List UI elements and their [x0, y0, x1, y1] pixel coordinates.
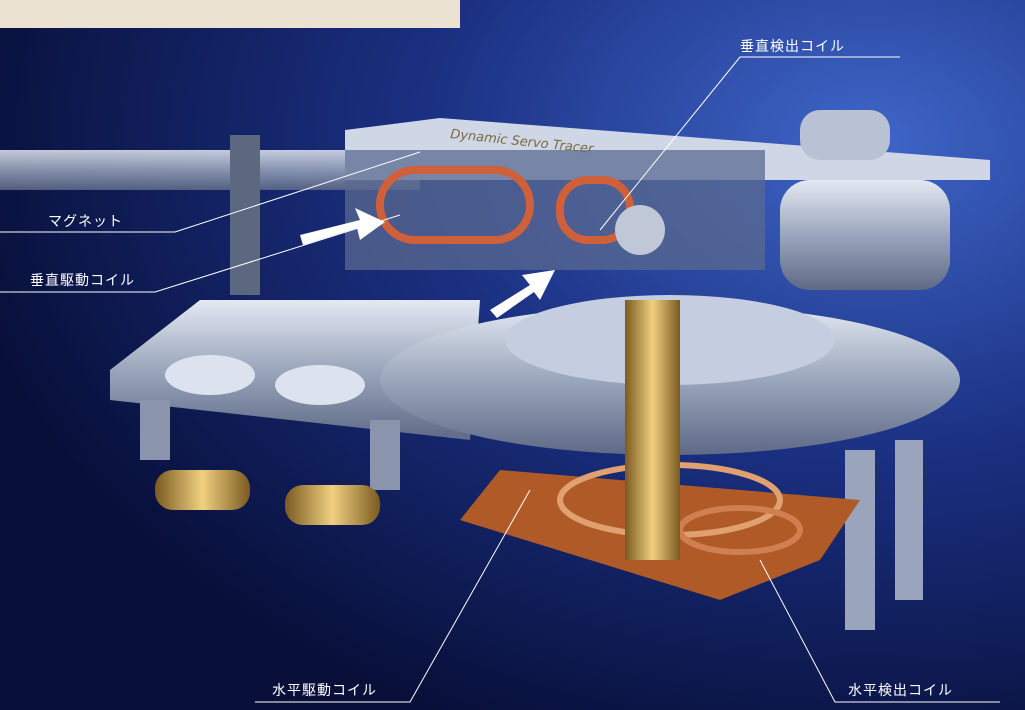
- label-vertical-detect-coil: 垂直検出コイル: [740, 39, 845, 55]
- label-horizontal-drive-coil: 水平駆動コイル: [272, 683, 377, 699]
- label-vertical-drive-coil: 垂直駆動コイル: [30, 273, 135, 289]
- label-horizontal-detect-coil: 水平検出コイル: [848, 683, 953, 699]
- label-magnet: マグネット: [48, 214, 123, 230]
- paper-corner: [0, 0, 460, 28]
